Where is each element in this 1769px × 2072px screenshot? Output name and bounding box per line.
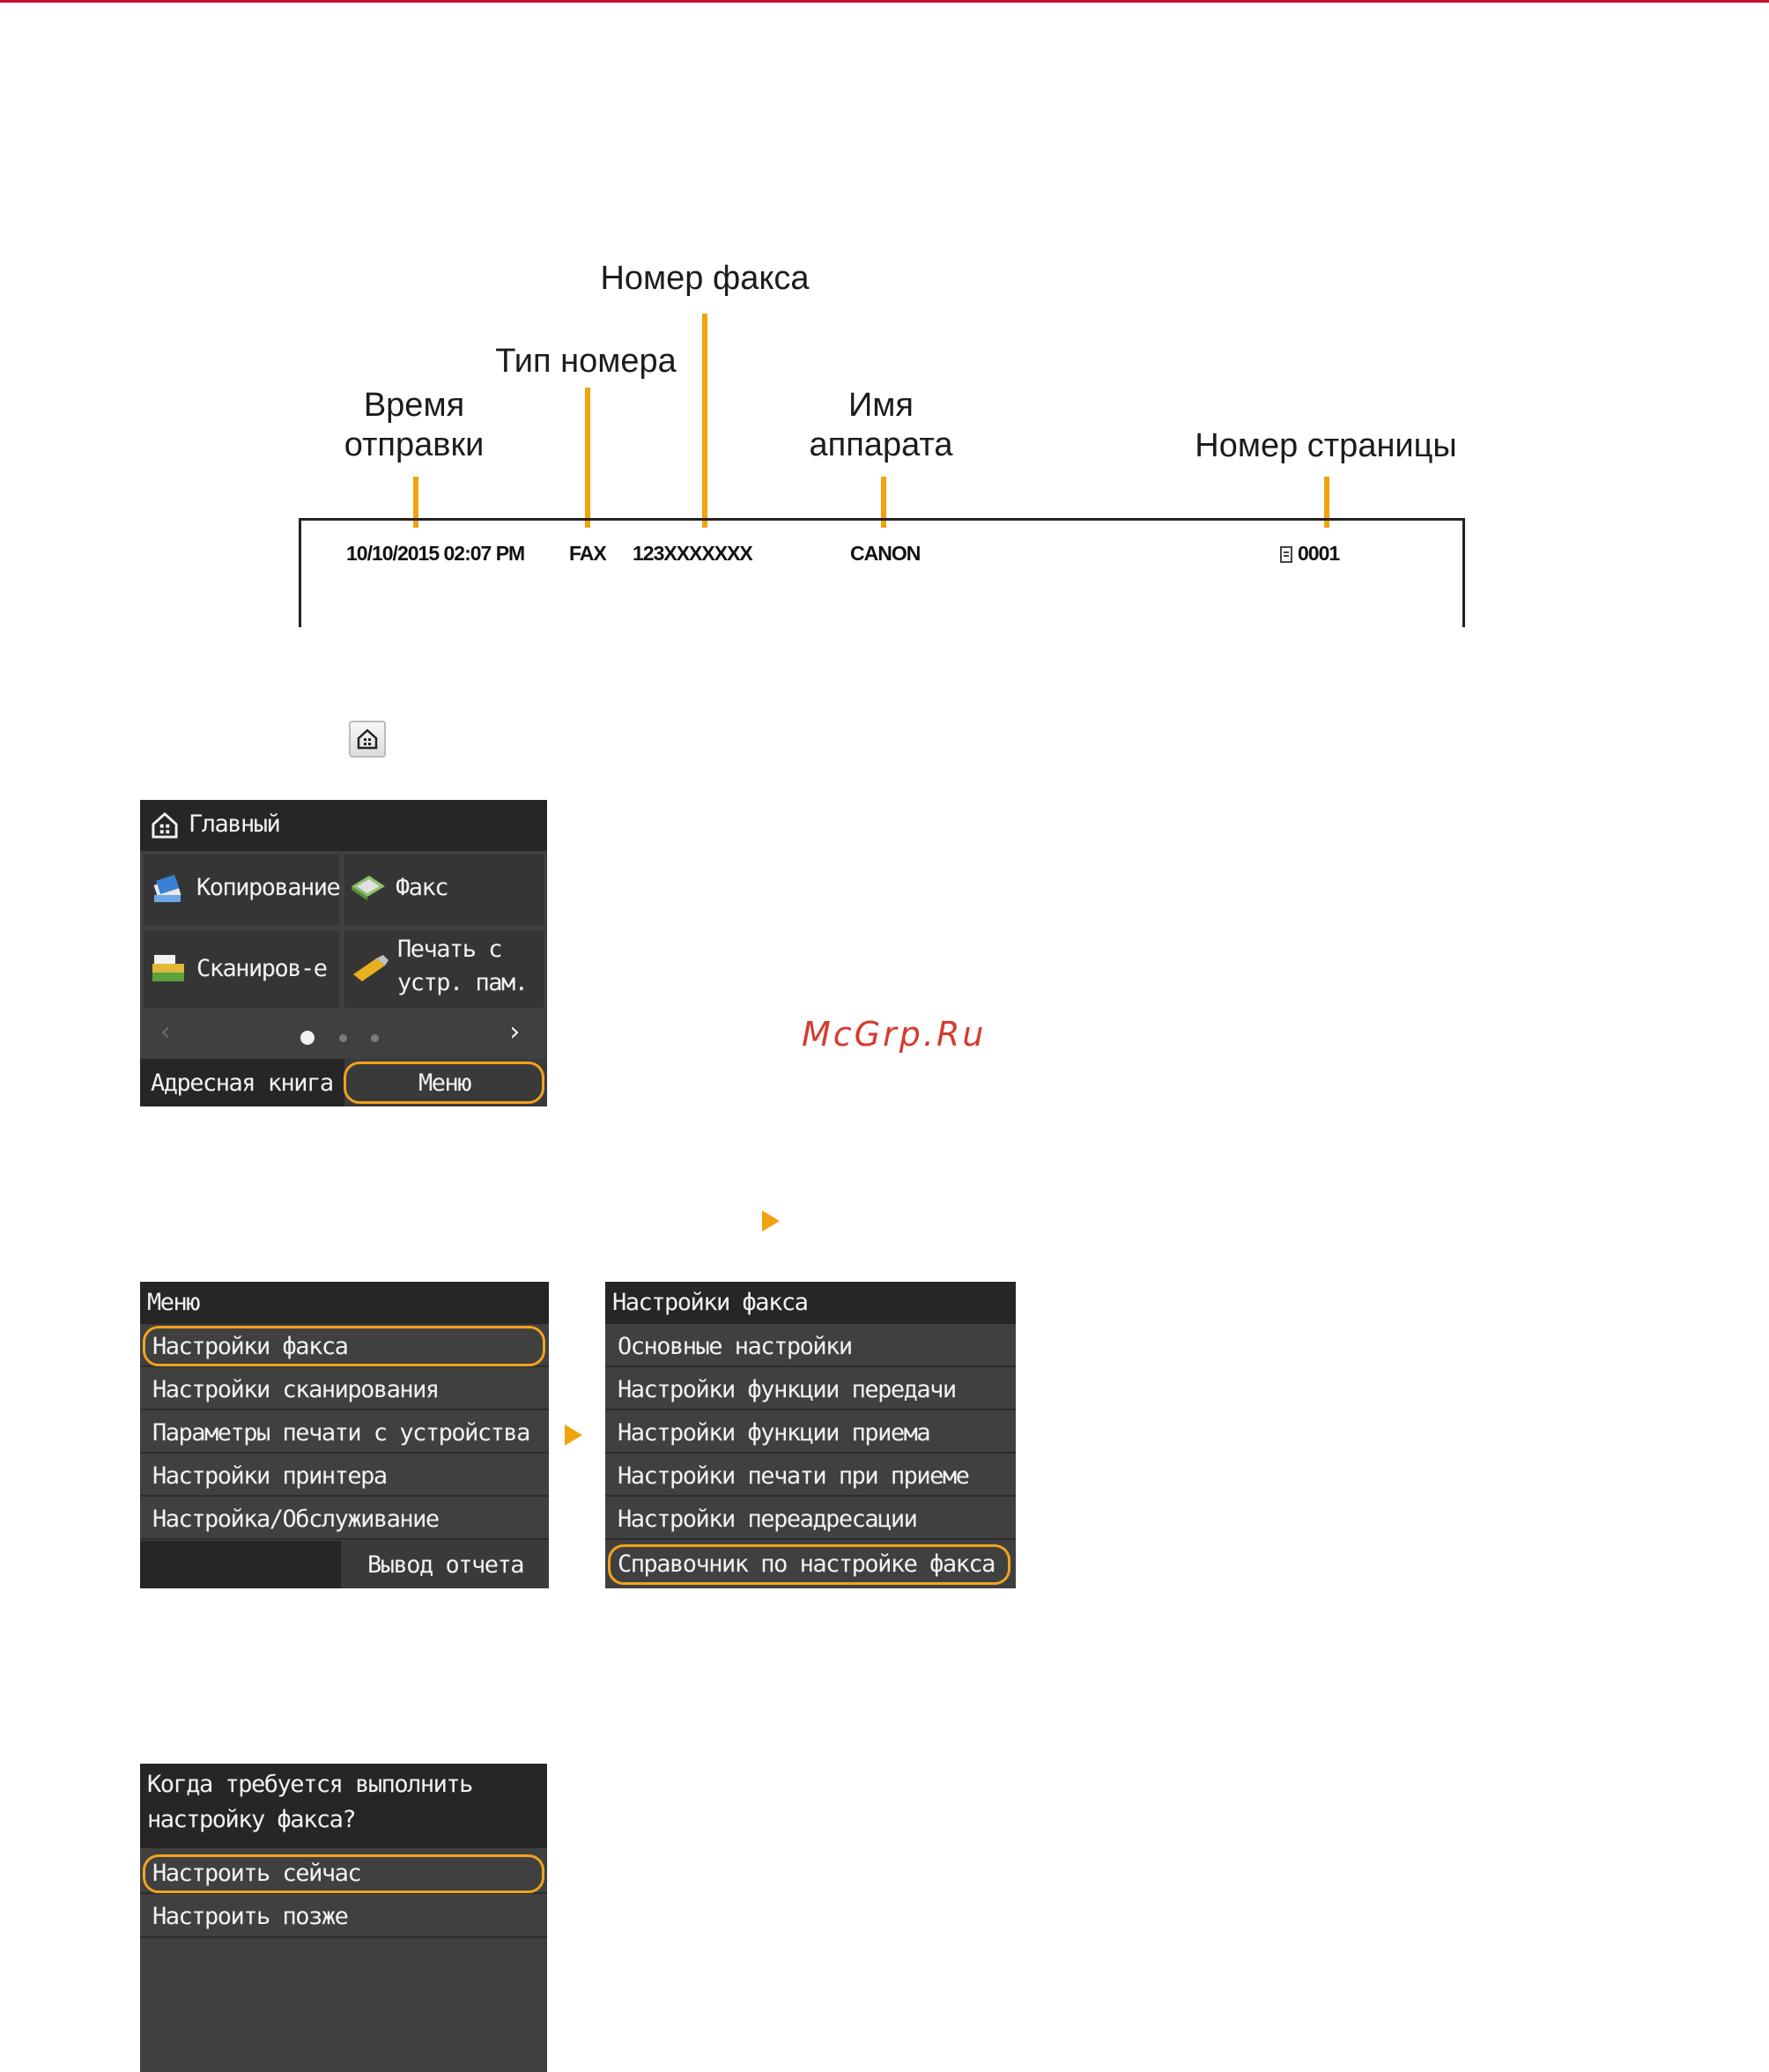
setup-now-highlight [143,1854,544,1893]
home-icon [357,729,378,750]
fax-item-basic[interactable]: Основные настройки [605,1324,1016,1367]
callout-page-number: Номер страницы [1195,427,1457,464]
page-icon [1280,546,1292,563]
setup-later-option[interactable]: Настроить позже [140,1894,547,1938]
menu-title-bar: Меню [140,1282,549,1324]
fax-item-forwarding[interactable]: Настройки переадресации [605,1497,1016,1540]
setup-question-line2: настройку факса? [147,1806,357,1833]
menu-item-scan-settings[interactable]: Настройки сканирования [140,1367,549,1410]
home-bottom-bar: Адресная книга Меню [140,1059,547,1106]
scan-icon [152,955,184,981]
menu-item-printer-settings[interactable]: Настройки принтера [140,1454,549,1497]
menu-title: Меню [147,1289,201,1316]
fax-header-strip [299,518,1465,627]
copy-icon [153,874,181,902]
usb-memory-icon [353,955,389,981]
scan-tile[interactable]: Сканиров-е [144,930,339,1008]
header-name: CANON [850,542,921,565]
fax-settings-title: Настройки факса [612,1289,809,1316]
fax-item-tx[interactable]: Настройки функции передачи [605,1367,1016,1410]
fax-item-rx-print[interactable]: Настройки печати при приеме [605,1454,1016,1497]
page-dot-active [300,1031,315,1045]
header-datetime: 10/10/2015 02:07 PM [346,542,525,565]
callout-number-type: Тип номера [495,343,677,380]
page-dot [371,1034,379,1042]
fax-tile[interactable]: Факс [344,855,544,925]
address-book-button[interactable]: Адресная книга [151,1069,334,1097]
fax-item-setup-guide[interactable]: Справочник по настройке факса [618,1550,996,1578]
header-page: 0001 [1280,542,1340,566]
setup-question-line1: Когда требуется выполнить [147,1771,473,1798]
chevron-right-icon[interactable]: › [507,1017,523,1047]
copy-tile[interactable]: Копирование [144,855,341,925]
chevron-left-icon[interactable]: ‹ [158,1017,174,1047]
menu-highlight [344,1062,544,1104]
setup-guide-highlight [608,1544,1010,1585]
fax-item-rx[interactable]: Настройки функции приема [605,1410,1016,1454]
top-rule [0,0,1769,3]
menu-item-fax-settings[interactable]: Настройки факса [140,1324,549,1367]
home-icon [152,811,178,839]
menu-button[interactable]: Меню [344,1059,547,1106]
menu-screen: Меню Настройки факса Настройки сканирова… [140,1282,549,1588]
menu-item-print-from-device[interactable]: Параметры печати с устройства [140,1410,549,1454]
callout-device-name: Имя аппарата [809,387,953,463]
menu-item-maintenance[interactable]: Настройка/Обслуживание [140,1497,549,1540]
menu-bottom-bar: Вывод отчета [140,1541,549,1588]
home-title-bar: Главный [140,800,547,851]
header-number: 123XXXXXXX [633,542,753,565]
fax-settings-title-bar: Настройки факса [605,1282,1016,1324]
tick-send-time [413,477,418,528]
header-type: FAX [569,542,607,565]
setup-now-option[interactable]: Настроить сейчас [140,1852,547,1894]
tick-device-name [881,477,886,528]
page-dot [339,1034,347,1042]
setup-question-bar: Когда требуется выполнить настройку факс… [140,1764,547,1848]
next-arrow-icon [565,1424,582,1446]
step-arrow-icon [762,1210,780,1232]
callout-send-time: Время отправки [344,387,485,463]
home-title: Главный [189,810,281,838]
memory-print-tile[interactable]: Печать с устр. пам. [344,930,544,1008]
home-screen: Главный Копирование Факс Сканиров-е Печа… [140,800,547,1106]
tick-page-number [1324,477,1329,528]
fax-setup-screen: Когда требуется выполнить настройку факс… [140,1764,547,2072]
tick-fax-number [702,314,707,528]
fax-icon [352,876,385,900]
callout-fax-number: Номер факса [600,260,810,297]
report-output-button[interactable]: Вывод отчета [341,1541,549,1588]
fax-settings-highlight [143,1326,545,1366]
tick-number-type [585,388,590,528]
watermark-text: McGrp.Ru [802,1015,987,1054]
fax-settings-screen: Настройки факса Основные настройки Настр… [605,1282,1016,1588]
home-key-icon[interactable] [349,721,386,758]
